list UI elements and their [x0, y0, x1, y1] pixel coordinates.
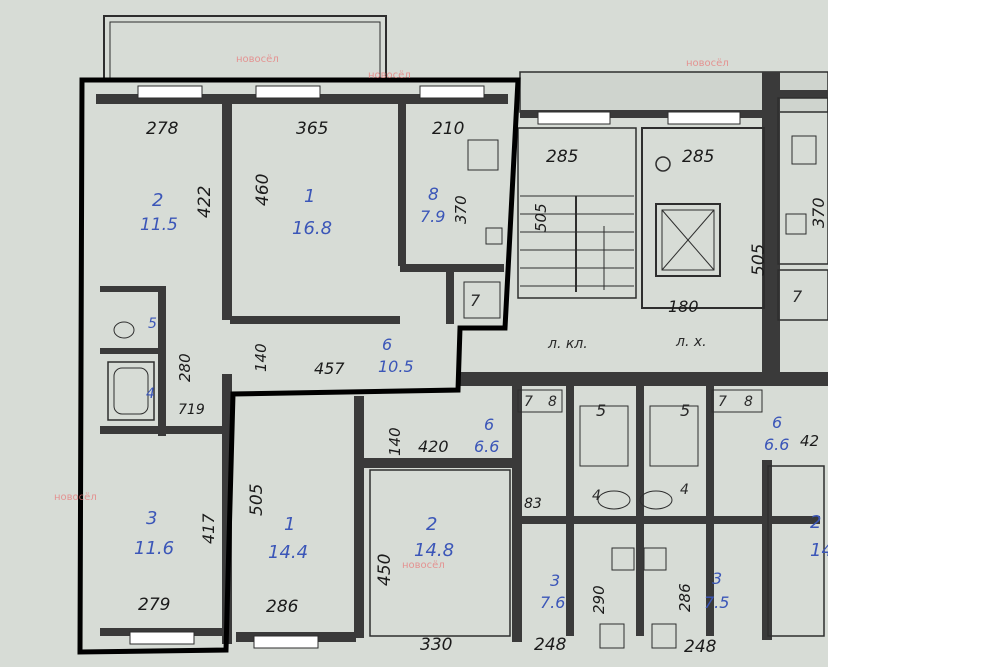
dim-label: 457 [314, 359, 345, 378]
small-number: 5 [680, 401, 690, 420]
small-number: 7 [524, 394, 533, 410]
dim-label: 290 [590, 585, 608, 614]
dim-label: 140 [386, 427, 404, 456]
dim-label: 505 [749, 244, 769, 276]
floor-plan-drawing: новосёл новосёл новосёл новосёл новосёл … [54, 15, 828, 657]
dimensions: 278 365 210 422 460 370 285 285 505 505 … [138, 119, 828, 657]
room-labels: 2 11.5 1 16.8 8 7.9 6 10.5 3 11.6 1 14.4… [134, 185, 828, 612]
room-number: 6 [484, 415, 494, 434]
room-number: 3 [550, 571, 560, 590]
room-number: 2 [426, 514, 437, 535]
room-number: 1 [284, 514, 295, 535]
small-number: 4 [680, 482, 689, 498]
dim-label: 278 [146, 119, 179, 139]
watermark-text: новосёл [402, 560, 445, 571]
dim-label: 285 [546, 147, 578, 167]
small-numbers: 5 4 7 7 8 5 5 7 8 4 4 7 [146, 287, 803, 504]
small-number: 5 [148, 316, 157, 332]
small-number: 7 [718, 394, 727, 410]
room-number: 6 [772, 413, 782, 432]
dim-label: 719 [178, 402, 205, 418]
room-number: 3 [712, 569, 722, 588]
dim-label: 248 [684, 637, 717, 657]
dim-label: 417 [199, 513, 218, 544]
dim-label: 285 [682, 147, 714, 167]
room-number: 1 [304, 186, 315, 207]
room-area: 14 [810, 540, 828, 561]
dim-label: 422 [195, 186, 215, 218]
room-number: 2 [152, 190, 163, 211]
small-number: 8 [548, 394, 557, 410]
dim-label: 286 [266, 597, 299, 617]
corridor-labels: л. кл. л. х. [547, 334, 707, 352]
small-number: 7 [792, 287, 803, 306]
small-number: 4 [592, 488, 601, 504]
room-number: 6 [382, 335, 392, 354]
lift-hall-label: л. х. [675, 334, 707, 350]
dim-label: 370 [452, 195, 470, 224]
room-area: 7.9 [420, 207, 445, 226]
small-number: 8 [744, 394, 753, 410]
dim-label: 420 [418, 437, 449, 456]
dim-label: 140 [252, 343, 270, 372]
dim-label: 280 [176, 353, 194, 382]
dim-label: 210 [432, 119, 464, 139]
small-number: 4 [146, 386, 155, 402]
dim-label: 365 [296, 119, 328, 139]
dim-label: 180 [668, 297, 699, 316]
small-number: 7 [470, 291, 481, 310]
dim-label: 460 [253, 174, 273, 206]
dim-label: 370 [809, 197, 828, 228]
floor-plan: новосёл новосёл новосёл новосёл новосёл … [0, 0, 828, 667]
room-area: 6.6 [764, 435, 789, 454]
room-area: 11.5 [140, 215, 178, 235]
watermarks: новосёл новосёл новосёл новосёл новосёл [54, 54, 729, 571]
dim-label: 286 [676, 583, 694, 612]
dim-label: 42 [800, 432, 819, 450]
room-area: 16.8 [292, 218, 332, 239]
building-walls [460, 71, 828, 386]
dim-label: 330 [420, 635, 452, 655]
watermark-text: новосёл [54, 492, 97, 503]
watermark-text: новосёл [236, 54, 279, 65]
stair-landing-label: л. кл. [547, 336, 588, 352]
room-area: 10.5 [378, 357, 414, 376]
dim-label: 279 [138, 595, 170, 615]
dim-label: 505 [247, 484, 267, 516]
room-area: 7.6 [540, 593, 565, 612]
dim-label: 83 [524, 496, 542, 512]
watermark-text: новосёл [686, 58, 729, 69]
dim-label: 450 [375, 554, 395, 586]
room-area: 14.4 [268, 542, 308, 563]
selected-apartment-outline [77, 77, 521, 655]
watermark-text: новосёл [368, 70, 411, 81]
room-area: 6.6 [474, 437, 499, 456]
dim-label: 248 [534, 635, 567, 655]
room-number: 8 [428, 185, 439, 205]
room-number: 2 [810, 512, 821, 533]
dim-label: 505 [532, 203, 550, 232]
balcony [103, 15, 387, 81]
room-number: 3 [146, 508, 157, 529]
room-area: 11.6 [134, 538, 174, 559]
room-area: 7.5 [704, 593, 729, 612]
room-area: 14.8 [414, 540, 454, 561]
small-number: 5 [596, 401, 606, 420]
apartment-walls [96, 85, 825, 649]
